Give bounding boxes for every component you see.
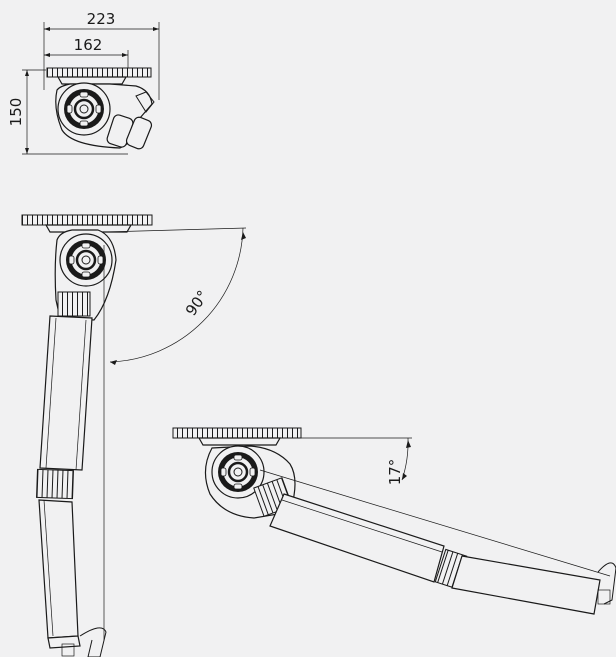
folded-view: 223 162 150: [7, 10, 160, 155]
dim-label-width-total: 223: [87, 10, 116, 28]
angle-label-17: 17°: [386, 459, 404, 486]
dim-label-height: 150: [7, 98, 25, 127]
dimension-width-mount: 162: [44, 36, 129, 68]
ceiling-plate: [46, 67, 152, 78]
forearm: [38, 499, 79, 639]
angle-90-indicator: 90°: [103, 227, 247, 365]
dimension-height: 150: [7, 69, 128, 155]
upper-arm: [39, 315, 93, 471]
vertical-view: 90°: [21, 214, 247, 657]
tilted-upper-arm: [269, 493, 445, 583]
tilted-forearm: [451, 555, 601, 615]
angle-label-90: 90°: [182, 287, 212, 319]
tilted-view: 17°: [172, 427, 616, 615]
dimension-width-total: 223: [43, 10, 160, 100]
dim-label-width-mount: 162: [74, 36, 103, 54]
ceiling-plate-2: [21, 214, 153, 226]
angle-17-indicator: 17°: [280, 437, 412, 486]
ceiling-plate-3: [172, 427, 302, 439]
